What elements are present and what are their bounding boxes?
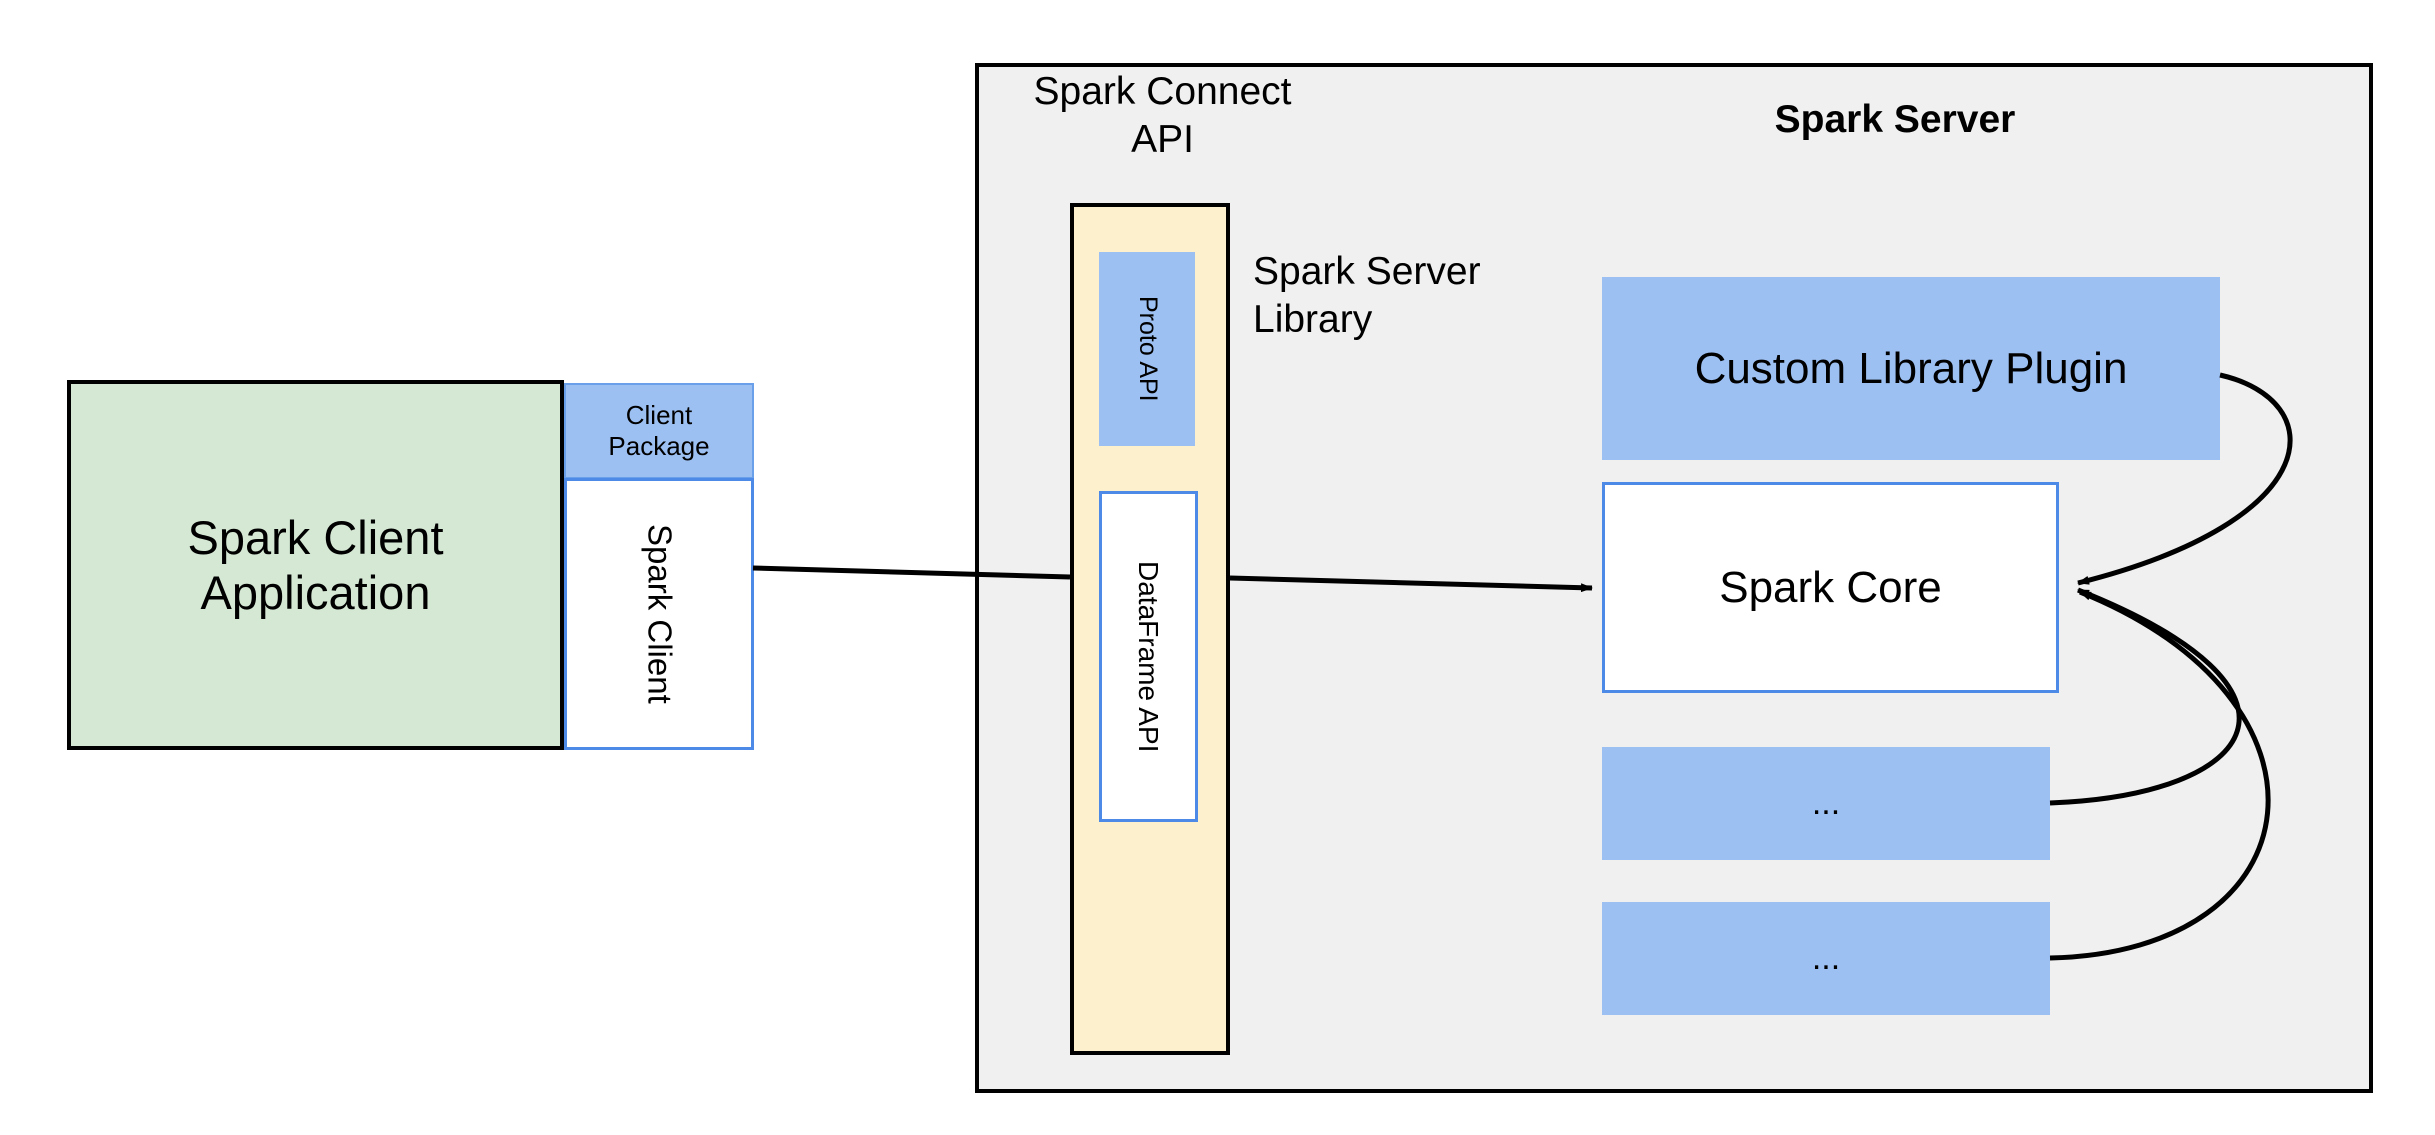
custom-library-plugin-label: Custom Library Plugin	[1694, 343, 2128, 393]
ellipsis-label-1: ...	[1811, 784, 1841, 823]
spark-client-application-box[interactable]: Spark Client Application	[67, 380, 564, 750]
custom-library-plugin-box[interactable]: Custom Library Plugin	[1602, 277, 2220, 460]
ellipsis-label-2: ...	[1811, 939, 1841, 978]
dataframe-api-box[interactable]: DataFrame API	[1099, 491, 1198, 822]
spark-client-application-label: Spark Client Application	[187, 510, 444, 619]
spark-core-label: Spark Core	[1719, 562, 1942, 612]
proto-api-box[interactable]: Proto API	[1099, 252, 1195, 446]
client-package-box[interactable]: Client Package	[564, 383, 754, 479]
spark-client-box[interactable]: Spark Client	[564, 478, 754, 750]
spark-core-box[interactable]: Spark Core	[1602, 482, 2059, 693]
server-component-ellipsis-2[interactable]: ...	[1602, 902, 2050, 1015]
spark-client-label: Spark Client	[641, 524, 679, 704]
client-package-label: Client Package	[608, 400, 710, 461]
dataframe-api-label: DataFrame API	[1133, 560, 1165, 753]
spark-server-library-title: Spark Server Library	[1253, 250, 1481, 341]
proto-api-label: Proto API	[1133, 296, 1162, 402]
server-component-ellipsis-1[interactable]: ...	[1602, 747, 2050, 860]
spark-connect-api-title: Spark Connect API	[1033, 70, 1292, 161]
spark-server-title: Spark Server	[1774, 98, 2016, 141]
